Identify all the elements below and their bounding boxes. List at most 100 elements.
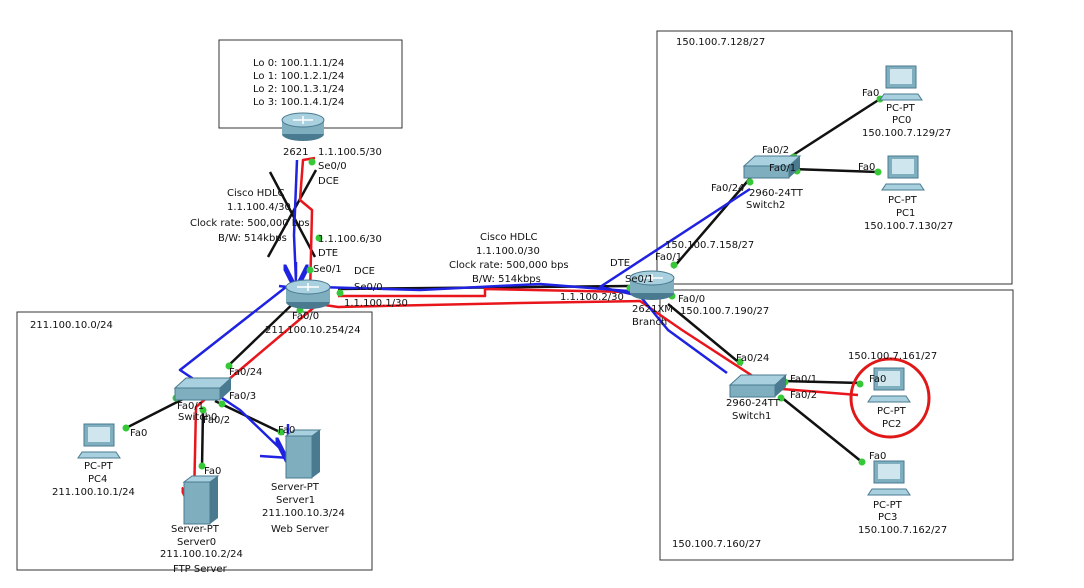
server1[interactable] bbox=[284, 429, 322, 479]
sw0-port-pc: Fa0/1 bbox=[177, 401, 204, 412]
hq-isp-hq-role: DTE bbox=[318, 248, 338, 259]
pc3-type: PC-PT bbox=[873, 500, 903, 511]
server0-ip: 211.100.10.2/24 bbox=[160, 549, 243, 560]
pc4-type: PC-PT bbox=[84, 461, 114, 472]
port-dot-sw0-fa03 bbox=[218, 400, 226, 408]
isp-router-role: DCE bbox=[318, 176, 339, 187]
hq-router-dce: DCE bbox=[354, 266, 375, 277]
server0-role: FTP Server bbox=[173, 564, 228, 575]
labels: Lo 0: 100.1.1.1/24 Lo 1: 100.1.2.1/24 Lo… bbox=[30, 37, 953, 575]
red-path-hq-to-isp bbox=[298, 156, 316, 297]
pc2-name: PC2 bbox=[882, 419, 901, 430]
isp-loopback-1: Lo 1: 100.1.2.1/24 bbox=[253, 71, 344, 82]
server0-name: Server0 bbox=[177, 537, 216, 548]
pc3-name: PC3 bbox=[878, 512, 897, 523]
pc0-name: PC0 bbox=[892, 115, 911, 126]
hq-router-fa-ip: 211.100.10.254/24 bbox=[265, 325, 361, 336]
hq-isp-protocol: Cisco HDLC bbox=[227, 188, 285, 199]
server1-ip: 211.100.10.3/24 bbox=[262, 508, 345, 519]
sw1-name: Switch1 bbox=[732, 411, 771, 422]
port-dot-pc3 bbox=[858, 458, 866, 466]
port-dot-pc2 bbox=[856, 380, 864, 388]
branch-router[interactable] bbox=[629, 270, 675, 300]
red-path-hq-branch bbox=[338, 287, 631, 298]
hq-isp-clock: Clock rate: 500,000 bps bbox=[190, 218, 310, 229]
hq-router-fa-port: Fa0/0 bbox=[292, 311, 319, 322]
branch-fa1-ip: 150.100.7.158/27 bbox=[665, 240, 754, 251]
port-dot-pc4 bbox=[122, 424, 130, 432]
switch1[interactable] bbox=[728, 374, 788, 398]
server1-name: Server1 bbox=[276, 495, 315, 506]
sw1-port-up: Fa0/24 bbox=[736, 353, 769, 364]
hq-router-se0-port: Se0/0 bbox=[354, 282, 383, 293]
server1-role: Web Server bbox=[271, 524, 330, 535]
port-dot-sw1-fa02 bbox=[777, 394, 785, 402]
pc1-type: PC-PT bbox=[888, 195, 918, 206]
link-isp-hq-b bbox=[266, 169, 318, 258]
branch-name: Branch bbox=[632, 317, 667, 328]
server0[interactable] bbox=[182, 475, 220, 525]
isp-loopback-0: Lo 0: 100.1.1.1/24 bbox=[253, 58, 344, 69]
server0-port: Fa0 bbox=[204, 466, 221, 477]
pc0[interactable] bbox=[879, 65, 923, 101]
pc2-ip: 150.100.7.161/27 bbox=[848, 351, 937, 362]
port-dot-isp-se bbox=[308, 158, 316, 166]
port-dot-sw2-fa024 bbox=[746, 178, 754, 186]
sw0-port-srv1: Fa0/3 bbox=[229, 391, 256, 402]
link-switch1-pc2 bbox=[781, 379, 862, 385]
hq-router[interactable] bbox=[285, 279, 331, 309]
port-dot-hq-se01 bbox=[306, 266, 314, 274]
bottom-lan-network: 150.100.7.160/27 bbox=[672, 539, 761, 550]
link-switch0-server0 bbox=[200, 409, 205, 469]
switch2[interactable] bbox=[742, 155, 802, 179]
branch-model: 2621XM bbox=[632, 304, 673, 315]
pc4-name: PC4 bbox=[88, 474, 107, 485]
pc2-highlight-circle bbox=[849, 357, 931, 439]
port-dot-branch-fa01 bbox=[670, 261, 678, 269]
port-dot-pc1 bbox=[874, 168, 882, 176]
sw0-name: Switch0 bbox=[178, 412, 217, 423]
branch-dte: DTE bbox=[610, 258, 630, 269]
top-lan-network: 150.100.7.128/27 bbox=[676, 37, 765, 48]
sw2-model: 2960-24TT bbox=[749, 188, 804, 199]
hq-router-se0-ip: 1.1.100.1/30 bbox=[344, 298, 408, 309]
sw2-name: Switch2 bbox=[746, 200, 785, 211]
switch0[interactable] bbox=[173, 377, 233, 401]
link-hq-switch0 bbox=[227, 294, 303, 367]
sw1-port-pc3: Fa0/2 bbox=[790, 390, 817, 401]
sw1-port-pc2: Fa0/1 bbox=[790, 374, 817, 385]
port-dot-server1 bbox=[277, 428, 285, 436]
hq-isp-bw: B/W: 514kbps bbox=[218, 233, 287, 244]
branch-se-ip: 1.1.100.2/30 bbox=[560, 292, 624, 303]
hq-lan-network: 211.100.10.0/24 bbox=[30, 320, 113, 331]
pc3[interactable] bbox=[867, 460, 911, 496]
pc4-port: Fa0 bbox=[130, 428, 147, 439]
isp-loopback-3: Lo 3: 100.1.4.1/24 bbox=[253, 97, 344, 108]
server1-type: Server-PT bbox=[271, 482, 320, 493]
hq-isp-hq-port: Se0/1 bbox=[313, 264, 342, 275]
hq-isp-hq-ip: 1.1.100.6/30 bbox=[318, 234, 382, 245]
port-dot-sw0-fa02 bbox=[199, 406, 207, 414]
isp-router[interactable] bbox=[281, 112, 325, 141]
pc1-ip: 150.100.7.130/27 bbox=[864, 221, 953, 232]
pc2-type: PC-PT bbox=[877, 406, 907, 417]
link-switch2-pc0 bbox=[789, 97, 881, 159]
server1-port: Fa0 bbox=[278, 425, 295, 436]
isp-loopback-2: Lo 2: 100.1.3.1/24 bbox=[253, 84, 344, 95]
branch-fa0-ip: 150.100.7.190/27 bbox=[680, 306, 769, 317]
port-dot-server0 bbox=[198, 462, 206, 470]
branch-fa0-port: Fa0/0 bbox=[678, 294, 705, 305]
pc1[interactable] bbox=[881, 155, 925, 191]
link-branch-switch1 bbox=[667, 303, 743, 366]
link-switch0-pc4 bbox=[125, 396, 186, 430]
port-dot-isp-link bbox=[315, 234, 323, 242]
pc3-port: Fa0 bbox=[869, 451, 886, 462]
pc4[interactable] bbox=[77, 423, 121, 459]
pc1-name: PC1 bbox=[896, 208, 915, 219]
link-switch1-pc3 bbox=[780, 396, 863, 463]
sw2-port-up: Fa0/24 bbox=[711, 183, 744, 194]
pc1-port: Fa0 bbox=[858, 162, 875, 173]
pc2[interactable] bbox=[867, 367, 911, 403]
